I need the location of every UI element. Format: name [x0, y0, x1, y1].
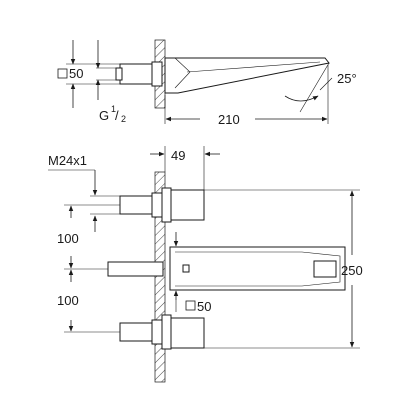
- front-square-symbol: [185, 300, 196, 311]
- top-spout: [164, 57, 330, 94]
- front-height-label: 250: [341, 263, 363, 278]
- front-wall: [154, 171, 166, 383]
- front-depth-label: 49: [171, 148, 185, 163]
- top-thread-slash: /: [115, 108, 119, 123]
- top-length-label: 210: [218, 112, 240, 127]
- front-thread-label: M24x1: [48, 153, 87, 168]
- top-square-symbol: [57, 68, 68, 79]
- front-spacing-lower-label: 100: [57, 293, 79, 308]
- front-spacing-upper-label: 100: [57, 231, 79, 246]
- front-view: M24x1 49 100 100 250 50: [48, 146, 363, 383]
- front-square-label: 50: [197, 299, 211, 314]
- upper-valve: [119, 187, 205, 223]
- top-thread-denominator: 2: [121, 114, 126, 124]
- top-square-label: 50: [69, 66, 83, 81]
- top-valve-body: [119, 63, 158, 85]
- top-view: 50 G 1 / 2 210 25°: [57, 39, 357, 127]
- top-angle-label: 25°: [337, 71, 357, 86]
- top-thread-label: G: [99, 108, 109, 123]
- lower-valve: [119, 314, 205, 350]
- front-spout: [107, 246, 346, 291]
- top-thread-numerator: 1: [111, 104, 116, 114]
